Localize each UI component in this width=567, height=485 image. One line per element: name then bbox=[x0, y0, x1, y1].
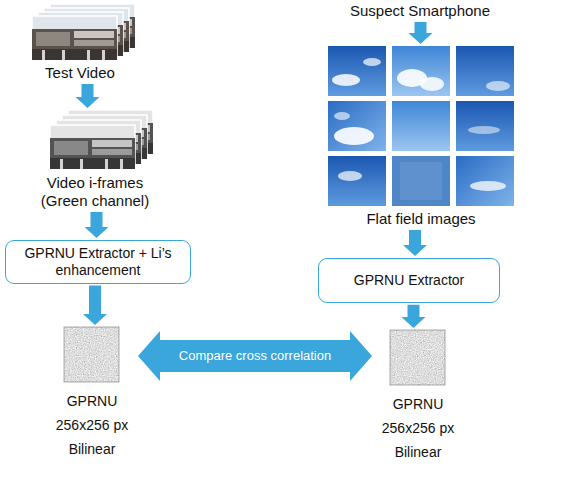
captioned-figure: GPRNU 256x256 px Bilinear bbox=[52, 327, 132, 461]
prnu-pattern bbox=[64, 327, 119, 382]
figure-area bbox=[328, 46, 514, 206]
iframe-stack bbox=[50, 110, 153, 169]
flow-arrow bbox=[85, 212, 109, 238]
video-frames bbox=[32, 4, 135, 60]
compare-arrow bbox=[138, 331, 372, 381]
node-text: Suspect Smartphone bbox=[330, 2, 510, 20]
figure-area bbox=[52, 327, 132, 382]
figure-area bbox=[25, 4, 135, 62]
captioned-figure: Test Video bbox=[25, 4, 135, 82]
captioned-figure: Video i-frames (Green channel) bbox=[30, 110, 160, 210]
captioned-figure: GPRNU 256x256 px Bilinear bbox=[378, 330, 458, 464]
flow-arrow bbox=[83, 286, 107, 325]
process-box: GPRNU Extractor + Li’s enhancement bbox=[5, 240, 191, 284]
flow-arrow bbox=[76, 84, 100, 108]
captioned-figure: Flat field images bbox=[328, 46, 514, 228]
node-text: GPRNU 256x256 px Bilinear bbox=[378, 393, 458, 464]
figure-area bbox=[30, 110, 160, 172]
flat-field-grid bbox=[328, 46, 514, 206]
flow-arrow bbox=[403, 230, 427, 256]
flow-arrow bbox=[402, 305, 426, 328]
source-label: Suspect Smartphone bbox=[330, 2, 510, 20]
prnu-pattern bbox=[390, 330, 445, 385]
node-text: Video i-frames (Green channel) bbox=[30, 174, 160, 210]
node-text: Flat field images bbox=[328, 210, 514, 228]
node-text: Test Video bbox=[25, 64, 135, 82]
node-text: GPRNU Extractor + Li’s enhancement bbox=[12, 245, 184, 279]
arrow-label: Compare cross correlation bbox=[176, 348, 334, 364]
flow-arrow bbox=[409, 22, 433, 44]
figure-area bbox=[378, 330, 458, 385]
process-box: GPRNU Extractor bbox=[318, 258, 500, 303]
node-text: GPRNU Extractor bbox=[325, 272, 493, 289]
node-text: GPRNU 256x256 px Bilinear bbox=[52, 390, 132, 461]
